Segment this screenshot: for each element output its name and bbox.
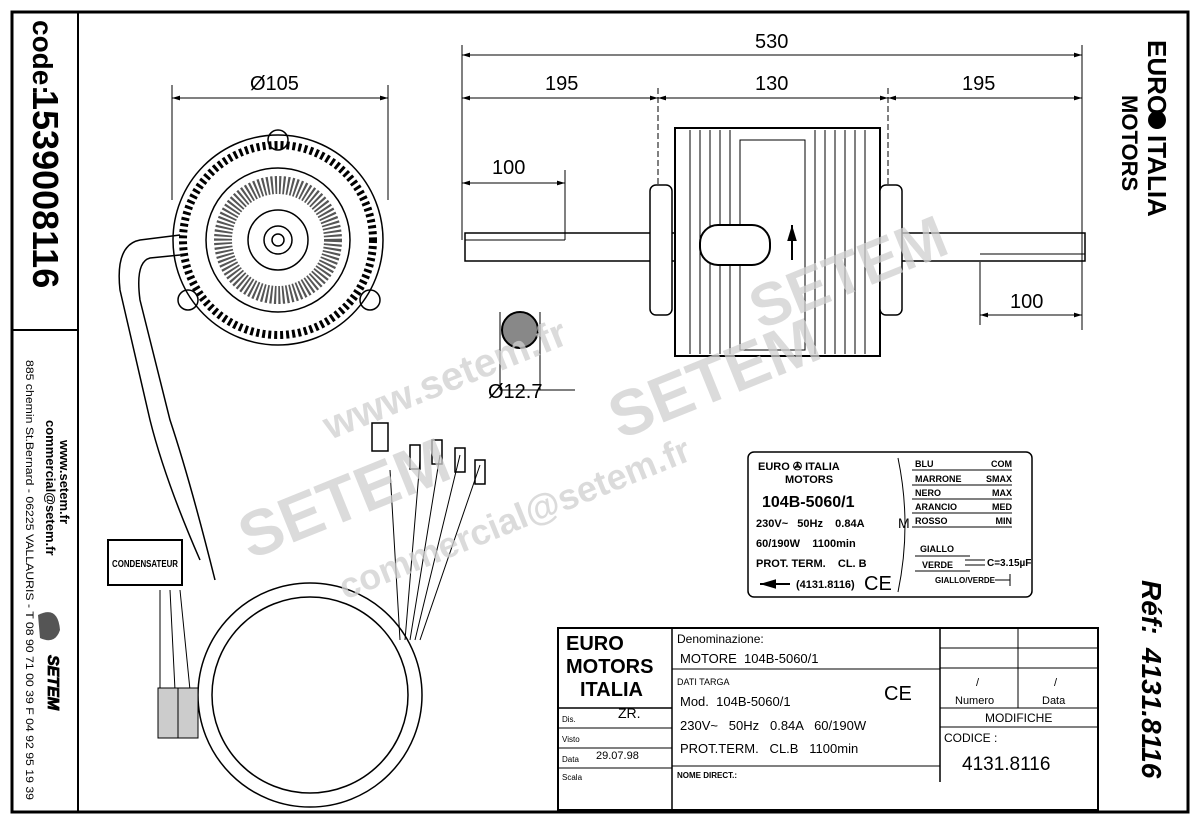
reference-label: Réf: (1136, 580, 1167, 634)
svg-text:/: / (1054, 677, 1058, 689)
svg-text:VERDE: VERDE (922, 560, 953, 570)
svg-text:M: M (898, 515, 910, 531)
right-flat-dim: 100 (1010, 291, 1043, 313)
brand-logo: EURO ITALIA MOTORS (1117, 40, 1172, 217)
codice-value: 4131.8116 (962, 754, 1050, 775)
front-diameter-dim: Ø105 (250, 73, 299, 95)
svg-text:MARRONE: MARRONE (915, 474, 962, 484)
svg-text:GIALLO: GIALLO (920, 544, 954, 554)
svg-text:MIN: MIN (996, 516, 1013, 526)
svg-text:MED: MED (992, 502, 1013, 512)
svg-text:COM: COM (991, 459, 1012, 469)
svg-text:ARANCIO: ARANCIO (915, 502, 957, 512)
company-website: www.setem.fr (57, 439, 72, 524)
svg-text:230V~ 50Hz 0.84A: 230V~ 50Hz 0.84A (756, 518, 865, 530)
svg-text:PROT. TERM. CL. B: PROT. TERM. CL. B (756, 558, 867, 570)
code-value: 1539008116 (25, 90, 66, 288)
left-flat-dim: 100 (492, 157, 525, 179)
svg-text:Numero: Numero (955, 695, 994, 707)
svg-text:CE: CE (864, 573, 892, 595)
nameplate-model: 104B-5060/1 (762, 494, 855, 511)
left-shaft-dim: 195 (545, 73, 578, 95)
svg-text:MOTORS: MOTORS (566, 656, 653, 678)
motor-side-view: 530 195 130 195 100 100 Ø12.7 (461, 31, 1086, 403)
svg-text:CE: CE (884, 683, 912, 705)
svg-text:CODICE :: CODICE : (944, 731, 997, 745)
svg-text:MAX: MAX (992, 488, 1012, 498)
code-box: code: 1539008116 (25, 20, 66, 288)
svg-text:C=3.15µF: C=3.15µF (987, 558, 1031, 569)
code-label: code: (27, 20, 58, 95)
body-dim: 130 (755, 73, 788, 95)
svg-text:ITALIA: ITALIA (1142, 135, 1172, 217)
setem-logo: SETEM (38, 612, 61, 711)
svg-text:www.setem.fr: www.setem.fr (316, 311, 573, 449)
svg-text:EURO: EURO (1142, 40, 1172, 115)
svg-text:Visto: Visto (562, 735, 580, 744)
drawing-frame (10, 10, 1190, 814)
svg-text:Data: Data (1042, 695, 1066, 707)
svg-text:(4131.8116): (4131.8116) (796, 579, 855, 591)
svg-text:NERO: NERO (915, 488, 941, 498)
svg-text:Mod. 104B-5060/1: Mod. 104B-5060/1 (680, 694, 791, 709)
svg-text:SETEM: SETEM (44, 655, 61, 711)
svg-text:29.07.98: 29.07.98 (596, 750, 639, 762)
reference: Réf: 4131.8116 (1136, 580, 1167, 779)
svg-text:Scala: Scala (562, 773, 583, 782)
svg-text:60/190W 1100min: 60/190W 1100min (756, 538, 856, 550)
svg-text:ITALIA: ITALIA (580, 679, 643, 701)
company-address: 885 chemin St.Bernard - 06225 VALLAURIS … (23, 360, 35, 800)
svg-text:Data: Data (562, 755, 579, 764)
svg-text:EURO ✇ ITALIA: EURO ✇ ITALIA (758, 461, 840, 473)
svg-text:MOTORS: MOTORS (785, 474, 833, 486)
svg-text:SMAX: SMAX (986, 474, 1012, 484)
wire-table: BLU COM MARRONE SMAX NERO MAX ARANCIO ME… (912, 459, 1013, 528)
svg-text:MOTORS: MOTORS (1117, 95, 1142, 191)
svg-text:MODIFICHE: MODIFICHE (985, 711, 1052, 725)
svg-text:EURO: EURO (566, 633, 624, 655)
svg-text:ZR.: ZR. (618, 705, 641, 721)
svg-text:BLU: BLU (915, 459, 934, 469)
title-block: EURO MOTORS ITALIA Dis. ZR. Visto Data 2… (557, 627, 1099, 811)
company-email: commercial@setem.fr (43, 420, 58, 556)
svg-text:Dis.: Dis. (562, 715, 576, 724)
motor-front-view: Ø105 (171, 73, 389, 346)
total-length-dim: 530 (755, 31, 788, 53)
svg-text:/: / (976, 677, 980, 689)
svg-text:NOME DIRECT.:: NOME DIRECT.: (677, 771, 737, 780)
svg-text:DATI TARGA: DATI TARGA (677, 677, 730, 687)
svg-text:PROT.TERM. CL.B 1100min: PROT.TERM. CL.B 1100min (680, 741, 858, 756)
nameplate: EURO ✇ ITALIA MOTORS 104B-5060/1 230V~ 5… (747, 451, 1033, 598)
right-shaft-dim: 195 (962, 73, 995, 95)
svg-text:ROSSO: ROSSO (915, 516, 948, 526)
capacitor-label: CONDENSATEUR (112, 559, 179, 570)
svg-text:230V~ 50Hz 0.84A 60/190W: 230V~ 50Hz 0.84A 60/190W (680, 718, 867, 733)
wiring (118, 234, 486, 808)
shaft-diameter-dim: Ø12.7 (488, 381, 542, 403)
denominazione-value: MOTORE 104B-5060/1 (680, 651, 819, 666)
company-info: www.setem.fr (57, 439, 72, 524)
reference-value: 4131.8116 (1136, 647, 1167, 779)
capacitor: CONDENSATEUR (107, 539, 183, 586)
svg-text:GIALLO/VERDE: GIALLO/VERDE (935, 576, 996, 585)
svg-text:Denominazione:: Denominazione: (677, 632, 764, 646)
